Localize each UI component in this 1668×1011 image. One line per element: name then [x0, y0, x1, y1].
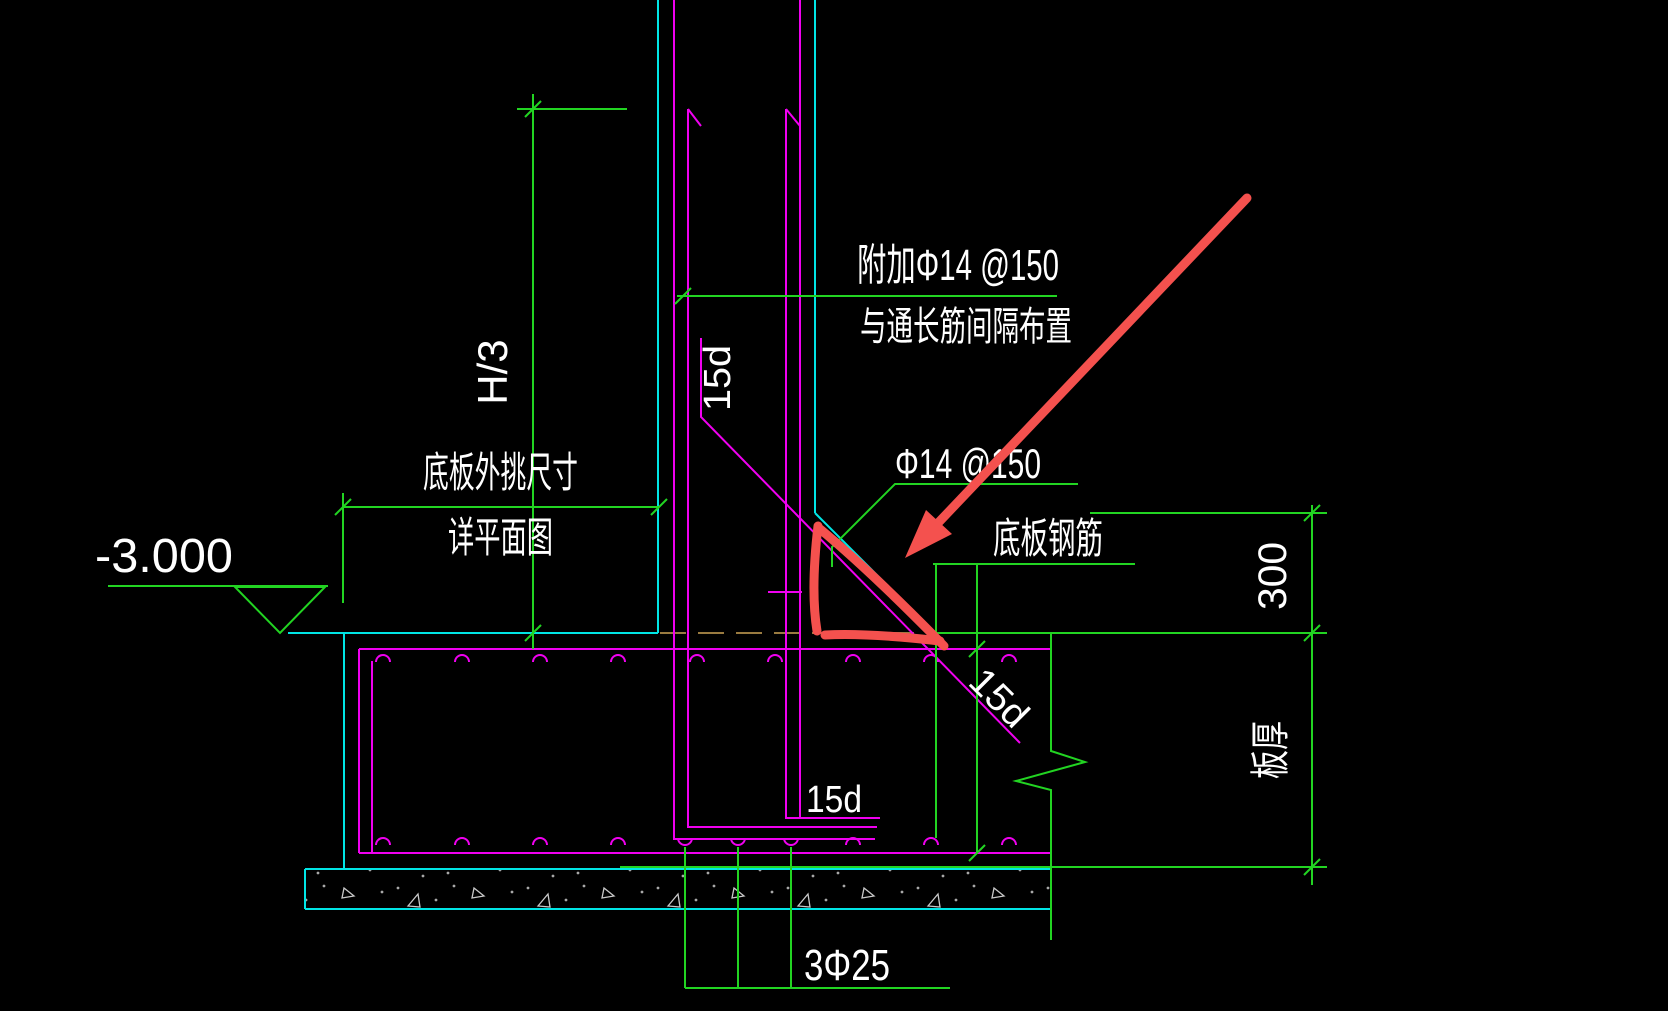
slab-rebar-cage [358, 648, 1051, 854]
hook-length-bottom-label: 15d [806, 779, 862, 821]
bottom-main-bars-3phi25 [677, 837, 799, 846]
slab-break-line [1012, 633, 1089, 940]
wall-height-dim-label: H/3 [469, 339, 516, 404]
overhang-label-line2: 详平面图 [448, 514, 553, 561]
bar-spec-label: Φ14 @150 [895, 440, 1041, 487]
bottom-rebar-hooks [375, 837, 1017, 846]
red-triangle-annotation [809, 521, 949, 651]
hook-length-top-label: 15d [697, 345, 739, 411]
elevation-level-symbol [108, 585, 328, 635]
bottom-bars-leader [684, 847, 950, 989]
bottom-bars-label: 3Φ25 [804, 941, 890, 990]
top-rebar-hooks [375, 654, 1017, 663]
slab-rebar-leader [933, 563, 1135, 862]
bar-spec-leader [831, 483, 1078, 567]
overhang-dimension [334, 493, 668, 603]
haunch-height-dim-label: 300 [1251, 542, 1295, 610]
slab-rebar-label: 底板钢筋 [993, 515, 1103, 562]
wall-vertical-rebar [673, 0, 880, 840]
hook-length-diagonal-label: 15d [960, 660, 1036, 736]
additional-bars-leader [674, 287, 1057, 305]
slab-thickness-dim-label: 板厚 [1249, 721, 1293, 779]
additional-bars-label-line1: 附加Φ14 @150 [857, 241, 1059, 290]
blinding-layer [304, 869, 1051, 910]
wall-height-dimension [517, 94, 627, 649]
elevation-label: -3.000 [95, 530, 233, 583]
additional-bars-label-line2: 与通长筋间隔布置 [860, 305, 1072, 349]
overhang-label-line1: 底板外挑尺寸 [423, 449, 578, 496]
red-arrow-annotation [905, 193, 1252, 558]
